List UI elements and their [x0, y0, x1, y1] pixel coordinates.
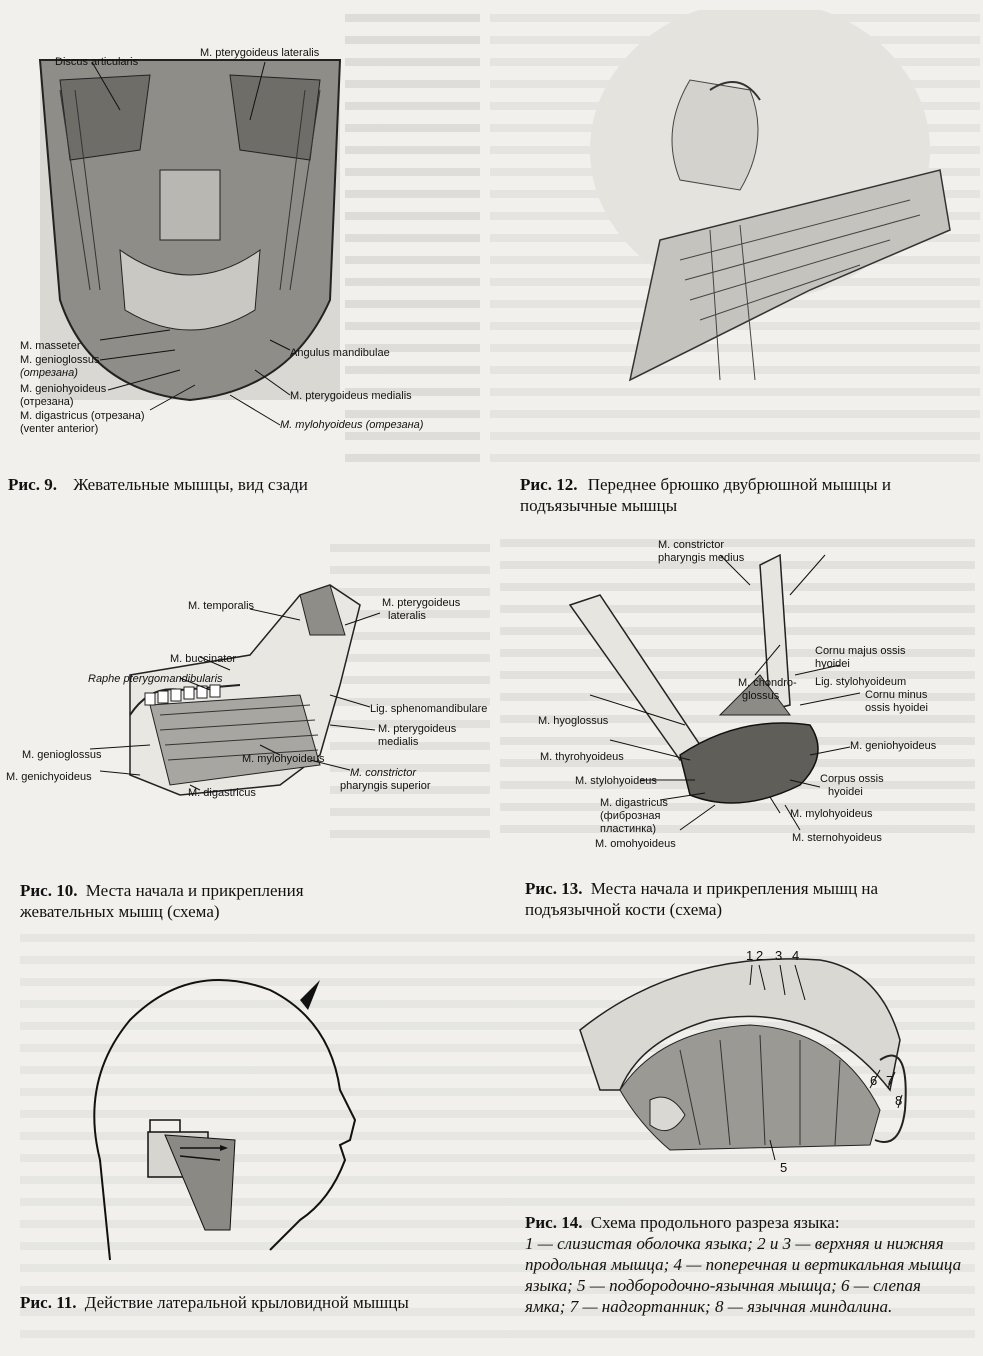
caption-fig-14-number: Рис. 14.: [525, 1213, 583, 1232]
figure-14-illustration: [579, 958, 907, 1161]
caption-fig-14-text: Схема продольного разреза языка:: [590, 1213, 840, 1232]
label-constrictor-medius-2: pharyngis medius: [658, 552, 745, 564]
label-cornu-majus-1: Cornu majus ossis: [815, 645, 906, 657]
label-temporalis: M. temporalis: [188, 600, 255, 612]
label-masseter: M. masseter: [20, 340, 81, 352]
caption-fig-14-legend: 1 — слизистая оболочка языка; 2 и 3 — ве…: [525, 1234, 962, 1316]
label-lig-stylohyoideum: Lig. stylohyoideum: [815, 676, 907, 688]
label-angulus-mandibulae: Angulus mandibulae: [290, 347, 390, 359]
caption-fig-10: Рис. 10. Места начала и прикрепления жев…: [20, 880, 380, 922]
label-buccinator: M. buccinator: [170, 653, 237, 665]
label-stylohyoideus: M. stylohyoideus: [575, 775, 657, 787]
figure-14: 1 2 3 4 5 6 7 8: [560, 940, 960, 1180]
figure-10-illustration: [89, 584, 381, 796]
ghost-text-left2: [330, 530, 490, 840]
label-cornu-minus-2: ossis hyoidei: [865, 702, 928, 714]
fig14-number-4: 4: [792, 948, 800, 963]
caption-fig-11-number: Рис. 11.: [20, 1293, 77, 1312]
label-constrictor-1: M. constrictor: [350, 767, 417, 779]
fig14-number-6: 6: [870, 1073, 878, 1088]
label-discus-articularis: Discus articularis: [55, 56, 139, 68]
caption-fig-11: Рис. 11. Действие латеральной крыловидно…: [20, 1292, 420, 1313]
fig14-number-1: 1: [746, 948, 754, 963]
label-chondroglossus-1: M. chondro-: [738, 677, 797, 689]
caption-fig-9-number: Рис. 9.: [8, 475, 57, 494]
label-mylohyoideus: M. mylohyoideus: [790, 808, 873, 820]
label-sternohyoideus: M. sternohyoideus: [792, 832, 882, 844]
label-mylohyoideus: M. mylohyoideus (отрезана): [280, 419, 423, 431]
label-digastricus-2: (фиброзная: [600, 810, 661, 822]
figure-11-illustration: [93, 979, 357, 1261]
caption-fig-14: Рис. 14. Схема продольного разреза языка…: [525, 1212, 965, 1317]
figure-9: Discus articularis M. pterygoideus later…: [0, 0, 490, 470]
caption-fig-13-number: Рис. 13.: [525, 879, 583, 898]
label-geniohyoideus: M. genichyoideus: [6, 771, 92, 783]
label-constrictor-2: pharyngis superior: [340, 780, 431, 792]
label-raphe: Raphe pterygomandibularis: [88, 673, 223, 685]
label-genioglossus-cut: (отрезана): [20, 367, 78, 379]
label-thyrohyoideus: M. thyrohyoideus: [540, 751, 624, 763]
label-corpus-1: Corpus ossis: [820, 773, 884, 785]
fig14-number-8: 8: [895, 1093, 903, 1108]
caption-fig-13-text: Места начала и прикрепления мышц на подъ…: [525, 879, 879, 919]
fig14-number-2: 2: [756, 948, 764, 963]
figure-11: [70, 960, 400, 1280]
label-digastricus: M. digastricus: [188, 787, 256, 799]
fig14-number-7: 7: [886, 1073, 894, 1088]
label-hyoglossus: M. hyoglossus: [538, 715, 609, 727]
label-cornu-majus-2: hyoidei: [815, 658, 850, 670]
caption-fig-12-text: Переднее брюшко двубрюшной мышцы и подъя…: [520, 475, 891, 515]
caption-fig-11-text: Действие латеральной крыловидной мышцы: [84, 1293, 409, 1312]
fig14-number-5: 5: [780, 1160, 788, 1175]
label-chondroglossus-2: glossus: [742, 690, 780, 702]
label-pterygoideus-medialis-2: medialis: [378, 736, 419, 748]
label-cornu-minus-1: Cornu minus: [865, 689, 928, 701]
label-venter-anterior: (venter anterior): [20, 423, 99, 435]
label-genioglossus: M. genioglossus: [20, 354, 100, 366]
caption-fig-9-text: Жевательные мышцы, вид сзади: [73, 475, 308, 494]
label-lig-sphenomandibulare: Lig. sphenomandibulare: [370, 703, 488, 715]
label-geniohyoideus: M. geniohyoideus: [20, 383, 107, 395]
label-omohyoideus: M. omohyoideus: [595, 838, 676, 850]
figure-13: M. constrictor pharyngis medius Cornu ma…: [480, 525, 980, 865]
label-pterygoideus-medialis: M. pterygoideus medialis: [290, 390, 412, 402]
figure-9-illustration: [38, 59, 342, 426]
figure-12-illustration: [590, 10, 951, 382]
label-pterygoideus-lateralis-1: M. pterygoideus: [382, 597, 461, 609]
label-constrictor-medius-1: M. constrictor: [658, 539, 725, 551]
label-mylohyoideus: M. mylohyoideus: [242, 753, 325, 765]
caption-fig-9: Рис. 9. Жевательные мышцы, вид сзади: [8, 474, 478, 495]
figure-12: [510, 10, 980, 400]
caption-fig-13: Рис. 13. Места начала и прикрепления мыш…: [525, 878, 965, 920]
fig14-number-3: 3: [775, 948, 783, 963]
ghost-text-left: [345, 0, 480, 470]
caption-fig-10-text: Места начала и прикрепления жевательных …: [20, 881, 304, 921]
label-corpus-2: hyoidei: [828, 786, 863, 798]
label-pterygoideus-lateralis: M. pterygoideus lateralis: [200, 47, 320, 59]
label-pterygoideus-lateralis-2: lateralis: [388, 610, 426, 622]
label-digastricus-3: пластинка): [600, 823, 657, 835]
label-pterygoideus-medialis-1: M. pterygoideus: [378, 723, 457, 735]
figure-13-illustration: [568, 553, 861, 831]
label-digastricus: M. digastricus (отрезана): [20, 410, 145, 422]
label-digastricus-1: M. digastricus: [600, 797, 668, 809]
label-geniohyoideus: M. geniohyoideus: [850, 740, 937, 752]
caption-fig-12: Рис. 12. Переднее брюшко двубрюшной мышц…: [520, 474, 975, 516]
caption-fig-12-number: Рис. 12.: [520, 475, 578, 494]
label-geniohyoideus-cut: (отрезана): [20, 396, 74, 408]
figure-10: M. temporalis M. pterygoideus lateralis …: [0, 575, 487, 875]
caption-fig-10-number: Рис. 10.: [20, 881, 78, 900]
label-genioglossus: M. genioglossus: [22, 749, 102, 761]
